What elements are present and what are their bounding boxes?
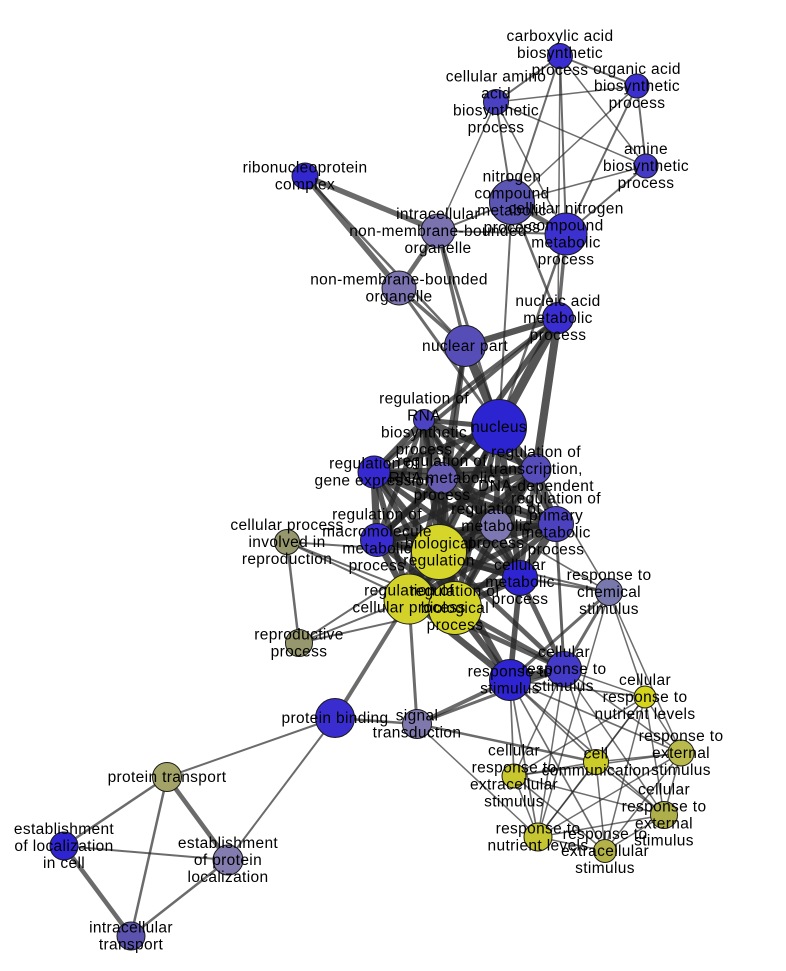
svg-text:nuclear part: nuclear part bbox=[422, 338, 508, 355]
svg-text:protein transport: protein transport bbox=[108, 769, 227, 786]
svg-text:protein binding: protein binding bbox=[282, 710, 389, 727]
svg-text:nucleus: nucleus bbox=[471, 419, 527, 436]
